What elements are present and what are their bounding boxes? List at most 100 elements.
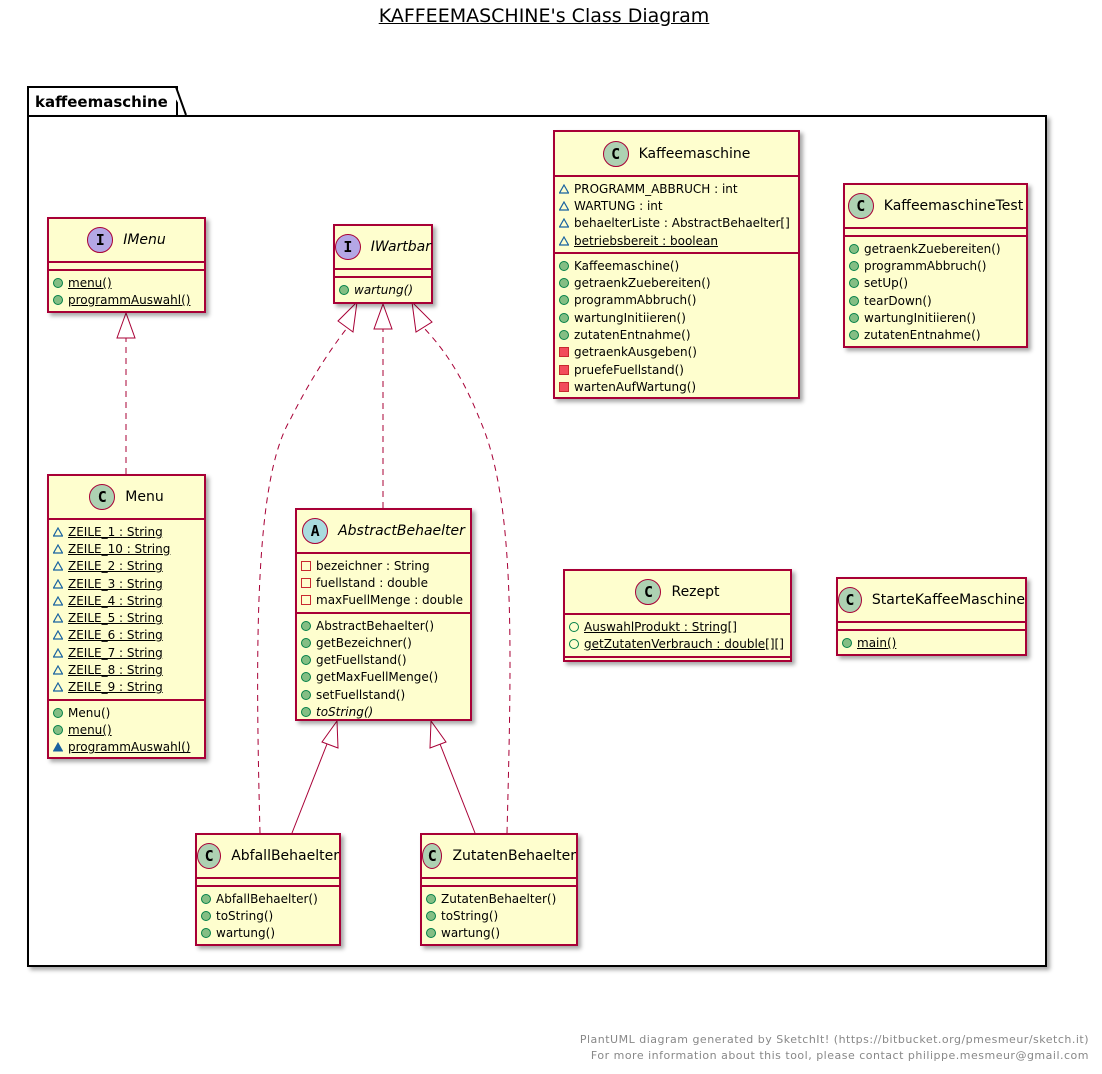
- method-label: wartung(): [216, 926, 275, 941]
- public-icon: [301, 689, 311, 700]
- method-row: setFuellstand(): [301, 686, 466, 703]
- package-visibility-icon: [53, 595, 63, 606]
- attribute-row: betriebsbereit : boolean: [559, 232, 794, 249]
- arrowhead-iwartbar-left: [337, 300, 358, 333]
- arrowhead-abstract-right: [429, 719, 447, 749]
- public-icon: [53, 707, 63, 718]
- class-name: KaffeemaschineTest: [883, 198, 1024, 214]
- method-label: tearDown(): [864, 293, 932, 308]
- package-visibility-icon: [53, 543, 63, 554]
- method-label: toString(): [441, 908, 499, 923]
- class-abstractbehaelter[interactable]: A AbstractBehaelter bezeichner : String …: [295, 508, 472, 721]
- method-row: ZutatenBehaelter(): [426, 890, 572, 907]
- arrowhead-imenu: [116, 311, 136, 339]
- method-row: main(): [842, 634, 1021, 651]
- attribute-label: behaelterListe : AbstractBehaelter[]: [574, 216, 790, 231]
- attributes-section: bezeichner : String fuellstand : double …: [297, 554, 470, 614]
- method-row: wartung(): [201, 925, 335, 942]
- method-row: toString(): [201, 907, 335, 924]
- attributes-section: PROGRAMM_ABBRUCH : int WARTUNG : int beh…: [555, 177, 798, 255]
- methods-section: Kaffeemaschine() getraenkZuebereiten() p…: [555, 254, 798, 398]
- class-rezept[interactable]: C Rezept AuswahlProdukt : String[] getZu…: [563, 569, 792, 662]
- attribute-row: ZEILE_5 : String: [53, 609, 200, 626]
- package-visibility-filled-icon: [53, 742, 63, 752]
- method-row: wartung(): [426, 925, 572, 942]
- method-row: AbfallBehaelter(): [201, 890, 335, 907]
- package-visibility-icon: [53, 682, 63, 692]
- public-icon: [849, 243, 859, 254]
- attribute-label: ZEILE_8 : String: [68, 663, 163, 678]
- attribute-label: ZEILE_9 : String: [68, 680, 163, 695]
- attribute-label: PROGRAMM_ABBRUCH : int: [574, 181, 738, 196]
- class-header: C AbfallBehaelter: [197, 835, 339, 879]
- attribute-label: ZEILE_4 : String: [68, 593, 163, 608]
- method-label: setFuellstand(): [316, 687, 406, 702]
- method-label: wartenAufWartung(): [574, 379, 697, 394]
- attributes-section: [838, 623, 1025, 631]
- method-row: getraenkZuebereiten(): [559, 274, 794, 291]
- method-row: wartenAufWartung(): [559, 378, 794, 395]
- method-label: wartung(): [441, 926, 500, 941]
- attribute-label: ZEILE_6 : String: [68, 628, 163, 643]
- package-visibility-icon: [53, 526, 63, 537]
- attribute-label: ZEILE_1 : String: [68, 524, 163, 539]
- method-row: programmAuswahl(): [53, 291, 200, 308]
- method-row: tearDown(): [849, 292, 1022, 309]
- class-imenu[interactable]: I IMenu menu() programmAuswahl(): [47, 217, 206, 313]
- class-zutatenbehaelter[interactable]: C ZutatenBehaelter ZutatenBehaelter() to…: [420, 833, 578, 946]
- method-label: getBezeichner(): [316, 635, 412, 650]
- attribute-label: WARTUNG : int: [574, 198, 663, 213]
- class-name: StarteKaffeeMaschine: [871, 592, 1025, 608]
- public-icon: [53, 724, 63, 735]
- method-label: setUp(): [864, 276, 909, 291]
- class-kaffeemaschinetest[interactable]: C KaffeemaschineTest getraenkZuebereiten…: [843, 183, 1028, 348]
- class-iwartbar[interactable]: I IWartbar wartung(): [333, 224, 433, 304]
- method-label: wartungInitiieren(): [574, 310, 686, 325]
- public-icon: [339, 284, 349, 295]
- class-menu[interactable]: C Menu ZEILE_1 : String ZEILE_10 : Strin…: [47, 474, 206, 759]
- public-icon: [201, 928, 211, 939]
- footer-contact-note: For more information about this tool, pl…: [590, 1049, 1089, 1062]
- attribute-label: betriebsbereit : boolean: [574, 233, 718, 248]
- attribute-row: AuswahlProdukt : String[]: [569, 618, 786, 635]
- class-startekaffeemaschine[interactable]: C StarteKaffeeMaschine main(): [836, 577, 1027, 656]
- private-icon: [559, 381, 569, 392]
- class-name: AbfallBehaelter: [231, 848, 339, 864]
- method-label: Menu(): [68, 705, 111, 720]
- public-icon: [559, 295, 569, 306]
- method-row: menu(): [53, 274, 200, 291]
- class-abfallbehaelter[interactable]: C AbfallBehaelter AbfallBehaelter() toSt…: [195, 833, 341, 946]
- method-row: Menu(): [53, 704, 200, 721]
- public-icon: [53, 294, 63, 305]
- interface-badge-icon: I: [335, 234, 361, 260]
- attributes-section: [197, 879, 339, 887]
- realization-zutaten-iwartbar: [423, 327, 511, 834]
- method-label: programmAuswahl(): [68, 740, 191, 755]
- attribute-label: ZEILE_5 : String: [68, 611, 163, 626]
- method-label: AbstractBehaelter(): [316, 618, 435, 633]
- method-label: toString(): [316, 705, 374, 720]
- methods-section: Menu() menu() programmAuswahl(): [49, 701, 204, 759]
- method-label: AbfallBehaelter(): [216, 891, 318, 906]
- public-icon: [559, 312, 569, 323]
- method-label: zutatenEntnahme(): [574, 328, 691, 343]
- private-icon: [301, 577, 311, 588]
- method-row: toString(): [426, 907, 572, 924]
- methods-section: wartung(): [335, 278, 431, 301]
- method-label: programmAuswahl(): [68, 292, 191, 307]
- attribute-label: ZEILE_2 : String: [68, 559, 163, 574]
- attribute-row: ZEILE_10 : String: [53, 540, 200, 557]
- public-icon: [426, 910, 436, 921]
- package-visibility-icon: [53, 578, 63, 589]
- method-label: programmAbbruch(): [574, 293, 697, 308]
- attribute-row: PROGRAMM_ABBRUCH : int: [559, 180, 794, 197]
- package-visibility-icon: [53, 665, 63, 675]
- diagram-title: KAFFEEMASCHINE's Class Diagram: [378, 5, 710, 27]
- method-label: programmAbbruch(): [864, 258, 987, 273]
- class-name: IMenu: [123, 232, 166, 248]
- attribute-row: getZutatenVerbrauch : double[][]: [569, 635, 786, 652]
- method-label: zutatenEntnahme(): [864, 328, 981, 343]
- class-kaffeemaschine[interactable]: C Kaffeemaschine PROGRAMM_ABBRUCH : int …: [553, 130, 800, 399]
- method-row: getraenkZuebereiten(): [849, 240, 1022, 257]
